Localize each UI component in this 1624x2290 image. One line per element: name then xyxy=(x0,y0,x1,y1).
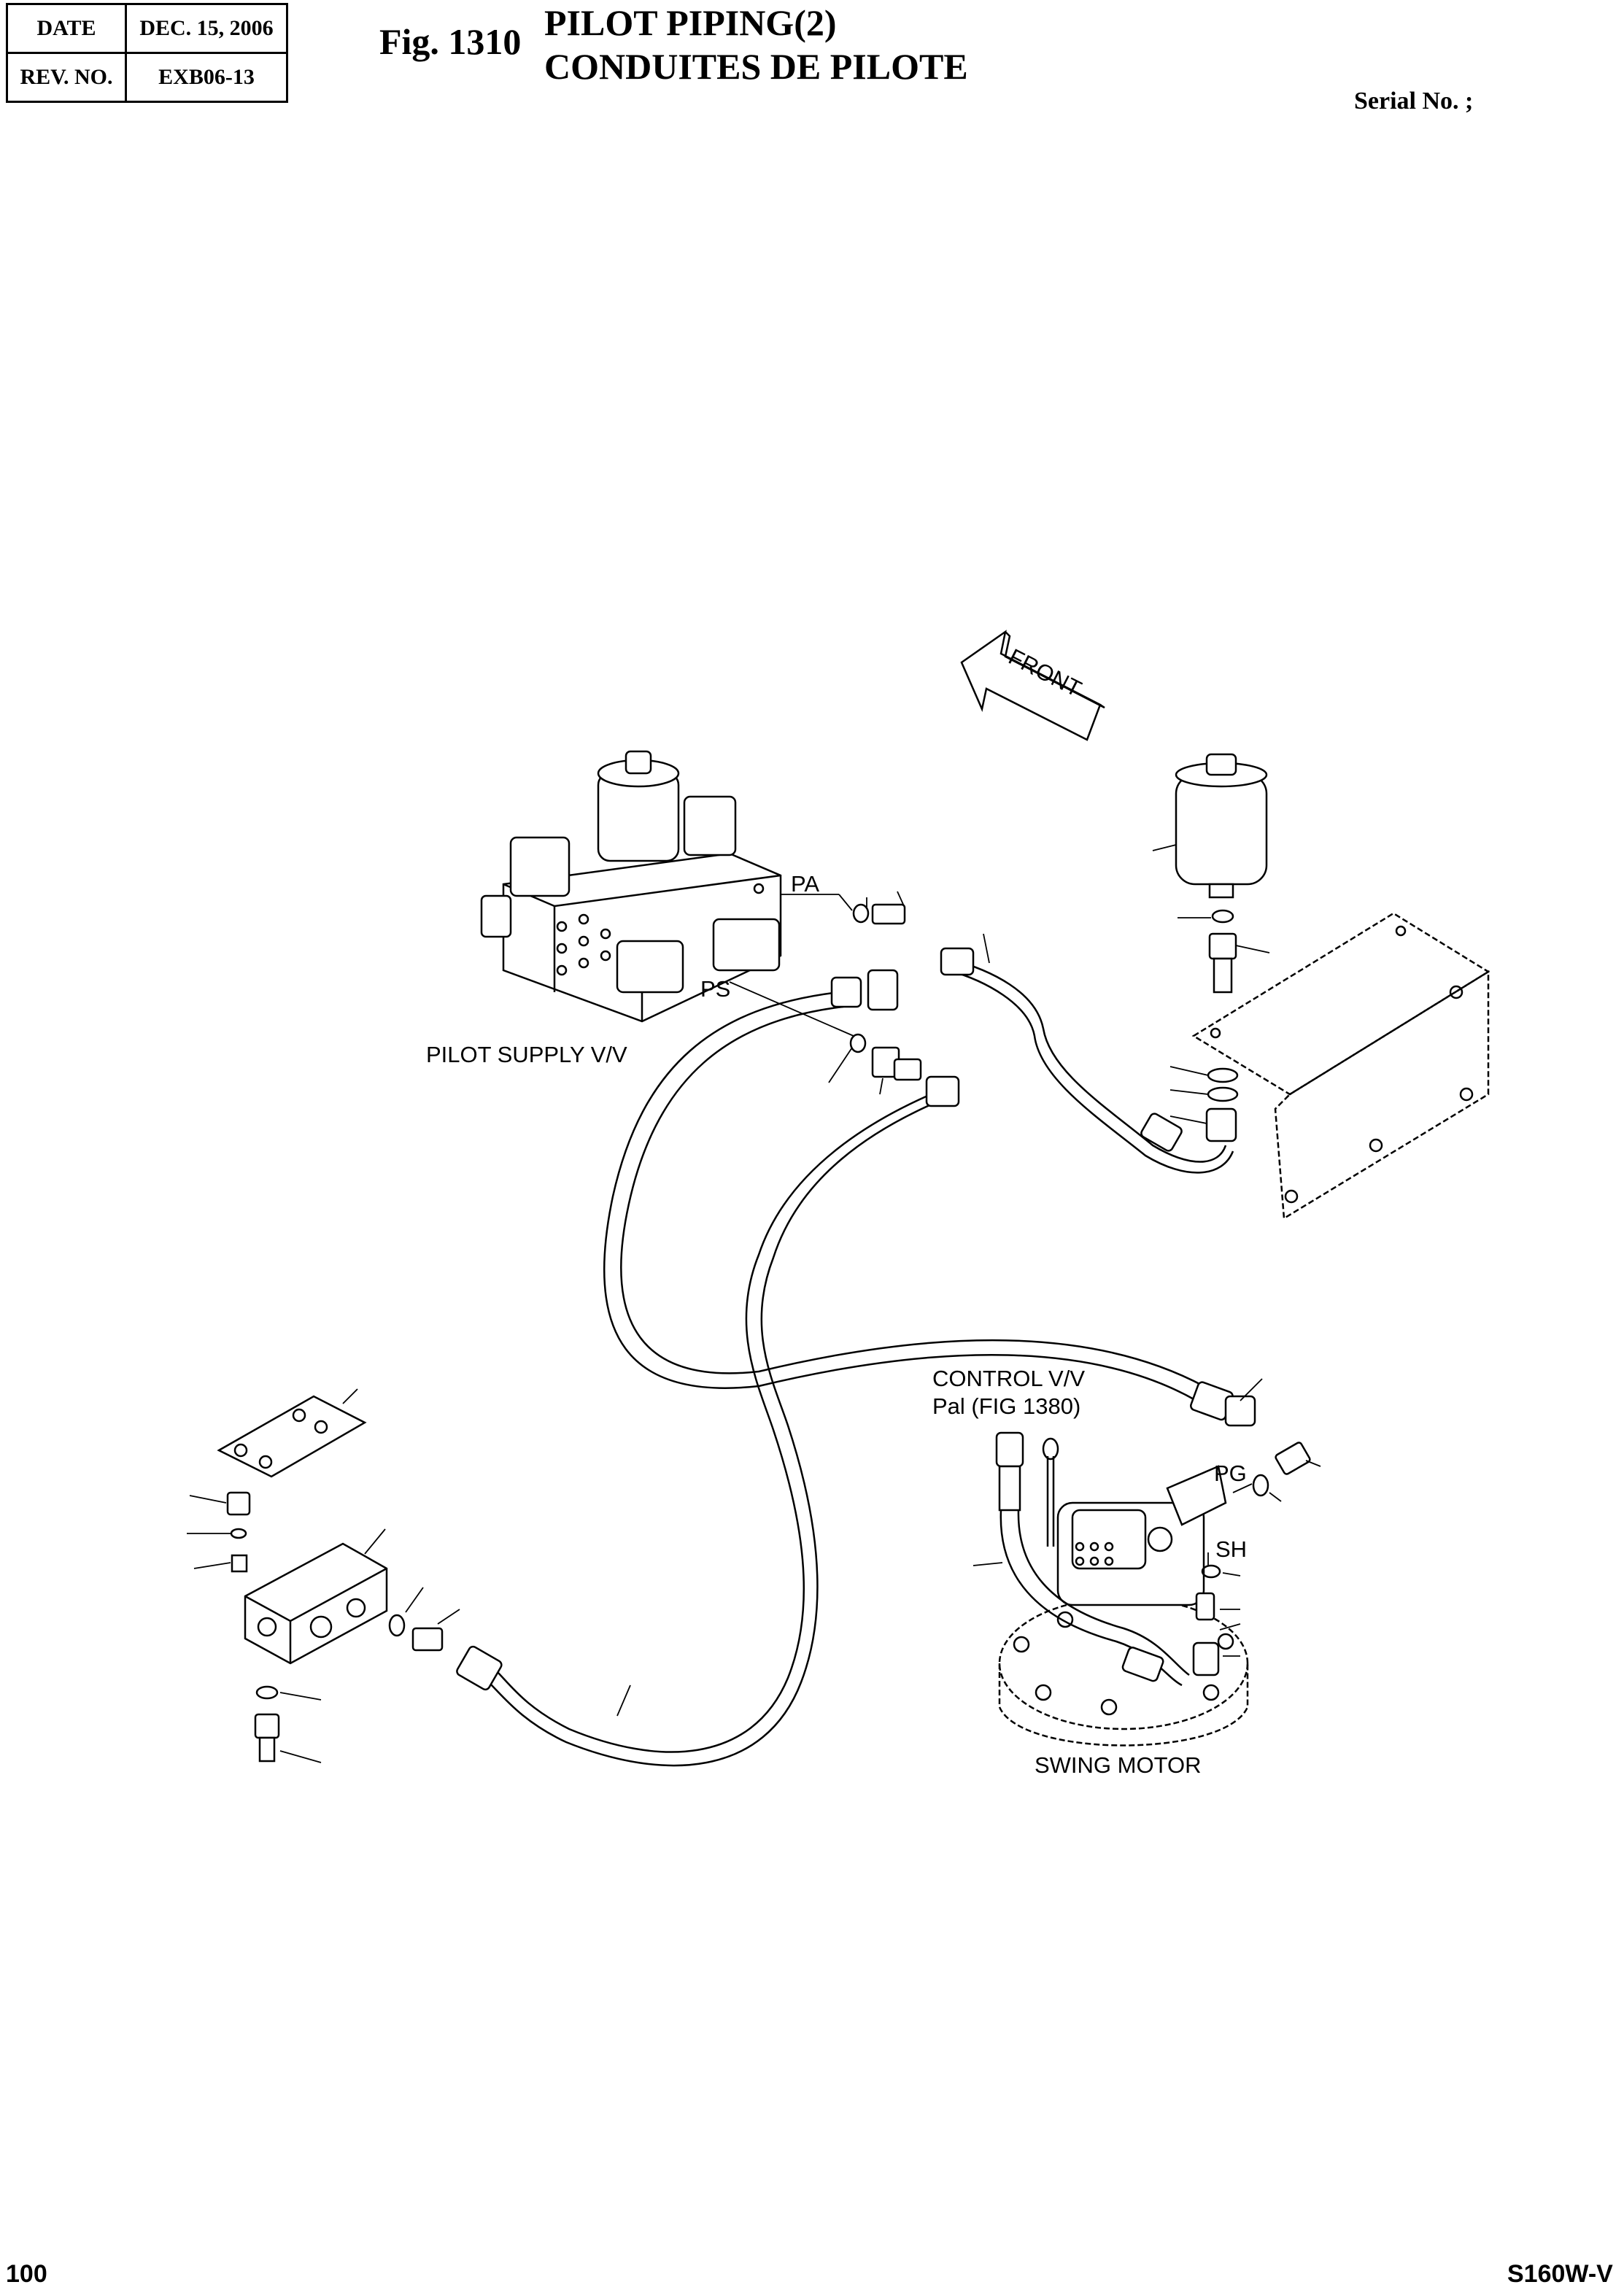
label-control-vv: CONTROL V/V xyxy=(932,1366,1085,1391)
label-pilot-supply: PILOT SUPPLY V/V xyxy=(426,1042,627,1067)
model-number: S160W-V xyxy=(1507,2260,1613,2288)
pilot-hose-long-1 xyxy=(603,969,1263,1427)
pilot-supply-valve xyxy=(480,750,782,1023)
motor-ports xyxy=(1075,1542,1114,1566)
swing-motor xyxy=(998,1465,1249,1746)
pilot-hose-pa xyxy=(940,933,1239,1174)
date-value: DEC. 15, 2006 xyxy=(125,3,288,54)
title-english: PILOT PIPING(2) xyxy=(544,2,837,43)
manifold-block xyxy=(187,1388,460,1763)
front-arrow: FRONT xyxy=(960,630,1105,741)
title-french: CONDUITES DE PILOTE xyxy=(544,46,968,87)
bracket xyxy=(1191,912,1490,1221)
label-pal-ref: Pal (FIG 1380) xyxy=(932,1393,1080,1419)
control-valve-hose xyxy=(973,1431,1241,1687)
label-ps: PS xyxy=(700,976,730,1002)
rev-label: REV. NO. xyxy=(6,52,127,103)
figure-number: Fig. 1310 xyxy=(379,21,522,62)
rev-value: EXB06-13 xyxy=(125,52,288,103)
accumulator xyxy=(1152,753,1270,994)
revision-table: DATE DEC. 15, 2006 REV. NO. EXB06-13 xyxy=(6,3,288,103)
date-label: DATE xyxy=(6,3,127,54)
label-pa: PA xyxy=(791,871,819,897)
pilot-hose-long-2 xyxy=(456,1075,960,1767)
label-pg: PG xyxy=(1214,1461,1247,1486)
label-sh: SH xyxy=(1215,1536,1247,1562)
pg-sh-fittings xyxy=(1201,1442,1321,1579)
pa-fittings xyxy=(781,891,906,925)
serial-number: Serial No. ; xyxy=(1354,88,1474,115)
ps-fittings xyxy=(729,981,922,1095)
page-number: 100 xyxy=(6,2260,47,2288)
label-swing-motor: SWING MOTOR xyxy=(1035,1752,1201,1778)
